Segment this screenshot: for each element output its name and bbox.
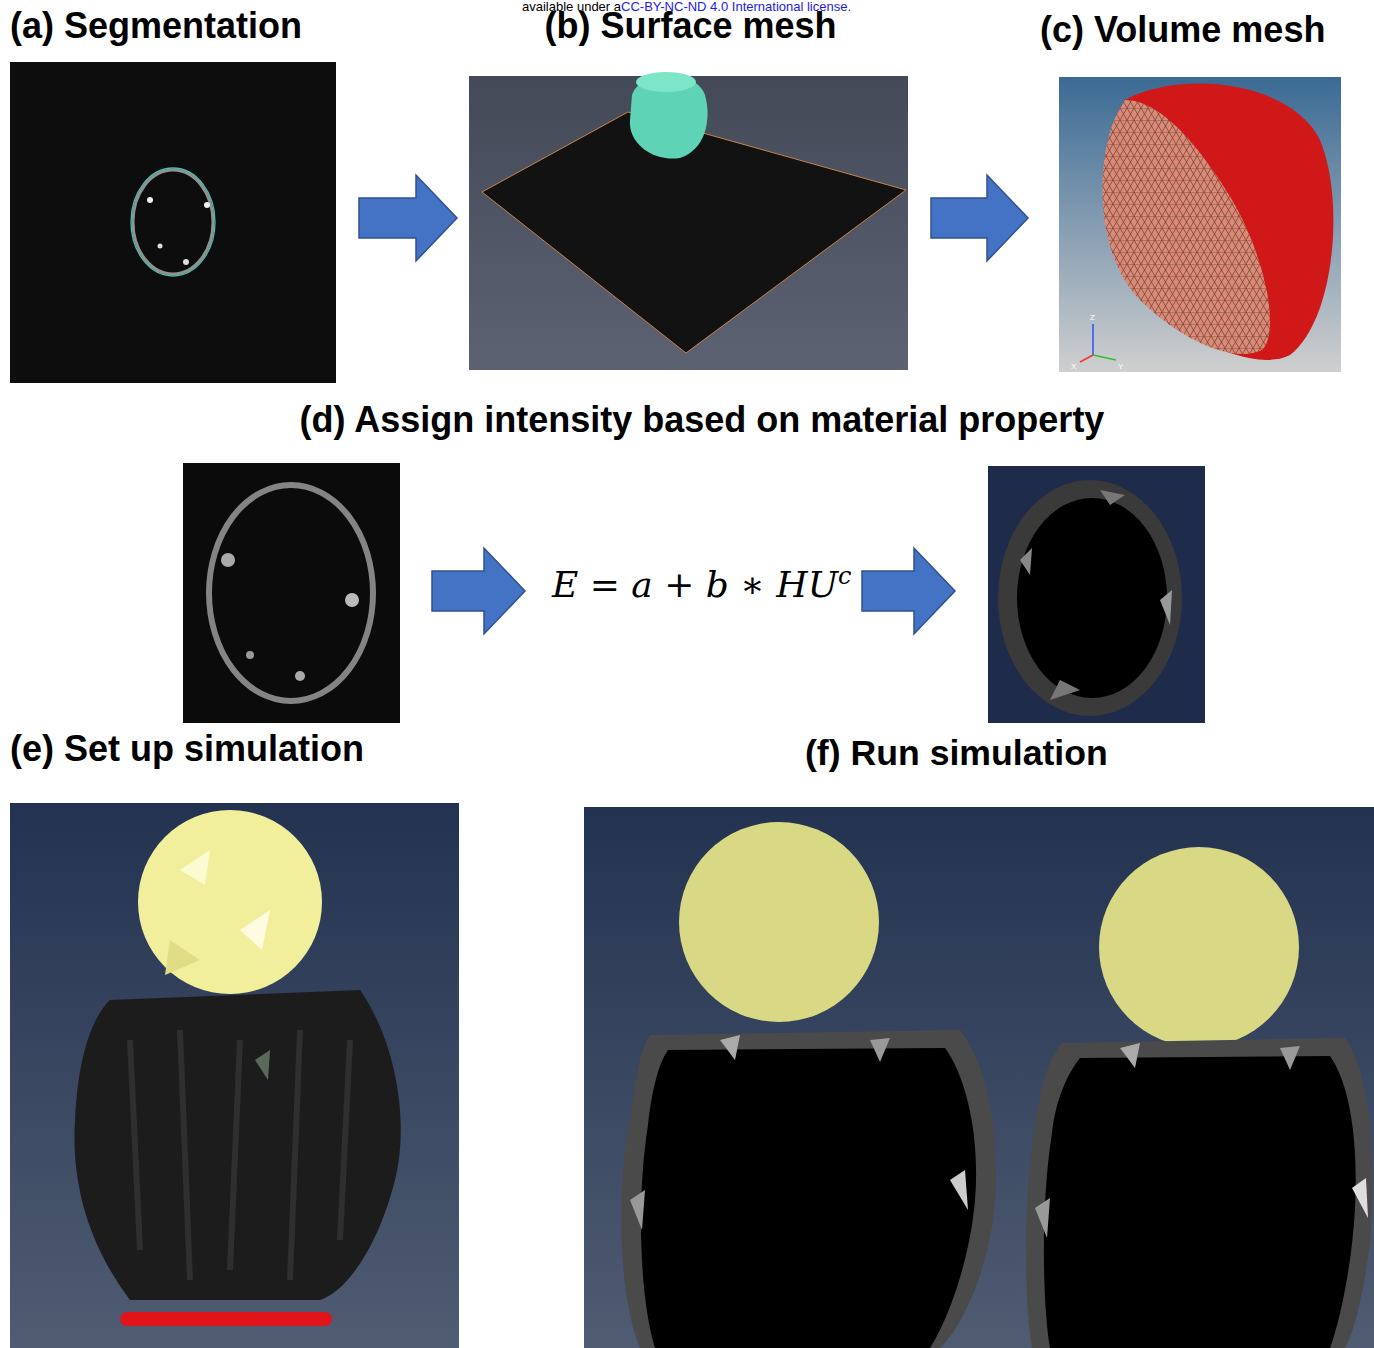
axis-label: Y — [1118, 362, 1123, 371]
figure-panel: (d) Assign intensity based on material p… — [150, 398, 1254, 723]
figure-panel: (f) Run simulation — [584, 732, 1370, 1348]
flow-arrow — [432, 548, 525, 634]
panel-heading: (d) Assign intensity based on material p… — [150, 398, 1254, 441]
panel-heading: (c) Volume mesh — [1040, 8, 1364, 51]
flow-arrow — [359, 175, 457, 261]
simulation-result-image — [584, 807, 1003, 1348]
figure-panel: (b) Surface mesh — [469, 4, 912, 370]
figure-panel: (e) Set up simulation — [10, 727, 463, 1348]
panel-heading: (e) Set up simulation — [10, 727, 463, 770]
figure-panel: (a) Segmentation — [10, 4, 340, 383]
microscopy-image — [183, 463, 400, 723]
equation: E = a + b ∗ HUc — [552, 562, 851, 605]
simulation-setup-image — [10, 803, 459, 1348]
axis-label: Z — [1090, 313, 1095, 322]
simulation-result-image — [1003, 807, 1374, 1348]
license-note: available under aCC-BY-NC-ND 4.0 Interna… — [522, 0, 851, 14]
volume-mesh-image — [1059, 77, 1341, 372]
intensity-mesh-image — [988, 466, 1205, 723]
panel-heading: (f) Run simulation — [805, 732, 1370, 775]
figure-panel: (c) Volume mesh — [1040, 8, 1364, 372]
flow-arrow — [931, 175, 1028, 261]
axis-label: X — [1071, 362, 1076, 371]
flow-arrow — [862, 548, 955, 634]
segmentation-image — [10, 62, 336, 383]
license-text: available under a — [522, 0, 621, 14]
equation-text: E = a + b ∗ HU — [552, 564, 838, 605]
surface-mesh-image — [469, 76, 908, 370]
license-link: CC-BY-NC-ND 4.0 International license. — [621, 0, 851, 14]
equation-exponent: c — [838, 562, 851, 590]
panel-heading: (a) Segmentation — [10, 4, 340, 47]
